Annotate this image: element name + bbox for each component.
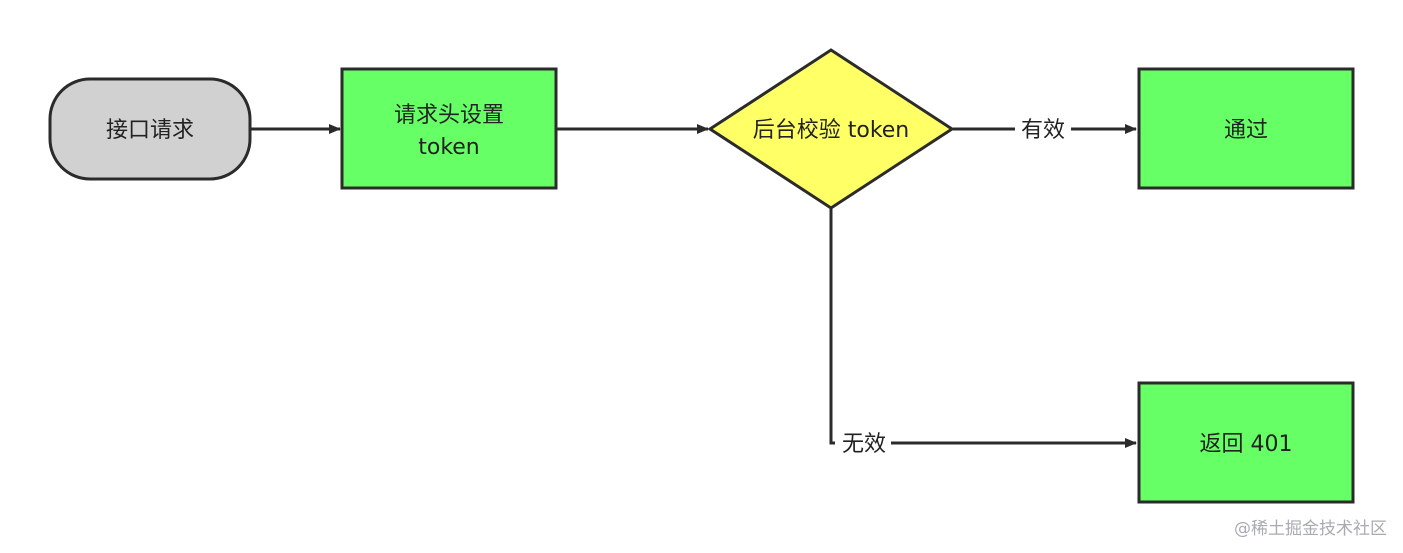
node-return-401-shape <box>1137 381 1355 504</box>
node-return-401-label: 返回 401 <box>1200 432 1293 457</box>
watermark: @稀土掘金技术社区 <box>1234 519 1387 539</box>
node-set-header: 请求头设置 token <box>340 67 558 190</box>
node-set-header-shape <box>340 67 558 190</box>
node-pass-label: 通过 <box>1224 118 1268 143</box>
edge-label-valid-text: 有效 <box>1021 118 1065 143</box>
node-return-401: 返回 401 <box>1137 381 1355 504</box>
node-start: 接口请求 <box>48 77 252 181</box>
node-verify-label: 后台校验 token <box>753 118 910 143</box>
edge-verify-to-return-401 <box>829 208 1137 448</box>
node-start-shape <box>48 77 252 181</box>
node-pass-shape <box>1137 67 1355 190</box>
node-set-header-label-line1: 请求头设置 <box>394 103 504 128</box>
node-set-header-label-line2: token <box>418 135 480 160</box>
node-start-label: 接口请求 <box>106 118 194 143</box>
node-pass: 通过 <box>1137 67 1355 190</box>
node-verify: 后台校验 token <box>707 48 955 210</box>
edge-label-valid: 有效 <box>1015 114 1071 144</box>
edge-label-invalid-text: 无效 <box>842 432 886 457</box>
node-verify-shape <box>707 48 955 210</box>
edge-label-invalid: 无效 <box>835 428 891 458</box>
